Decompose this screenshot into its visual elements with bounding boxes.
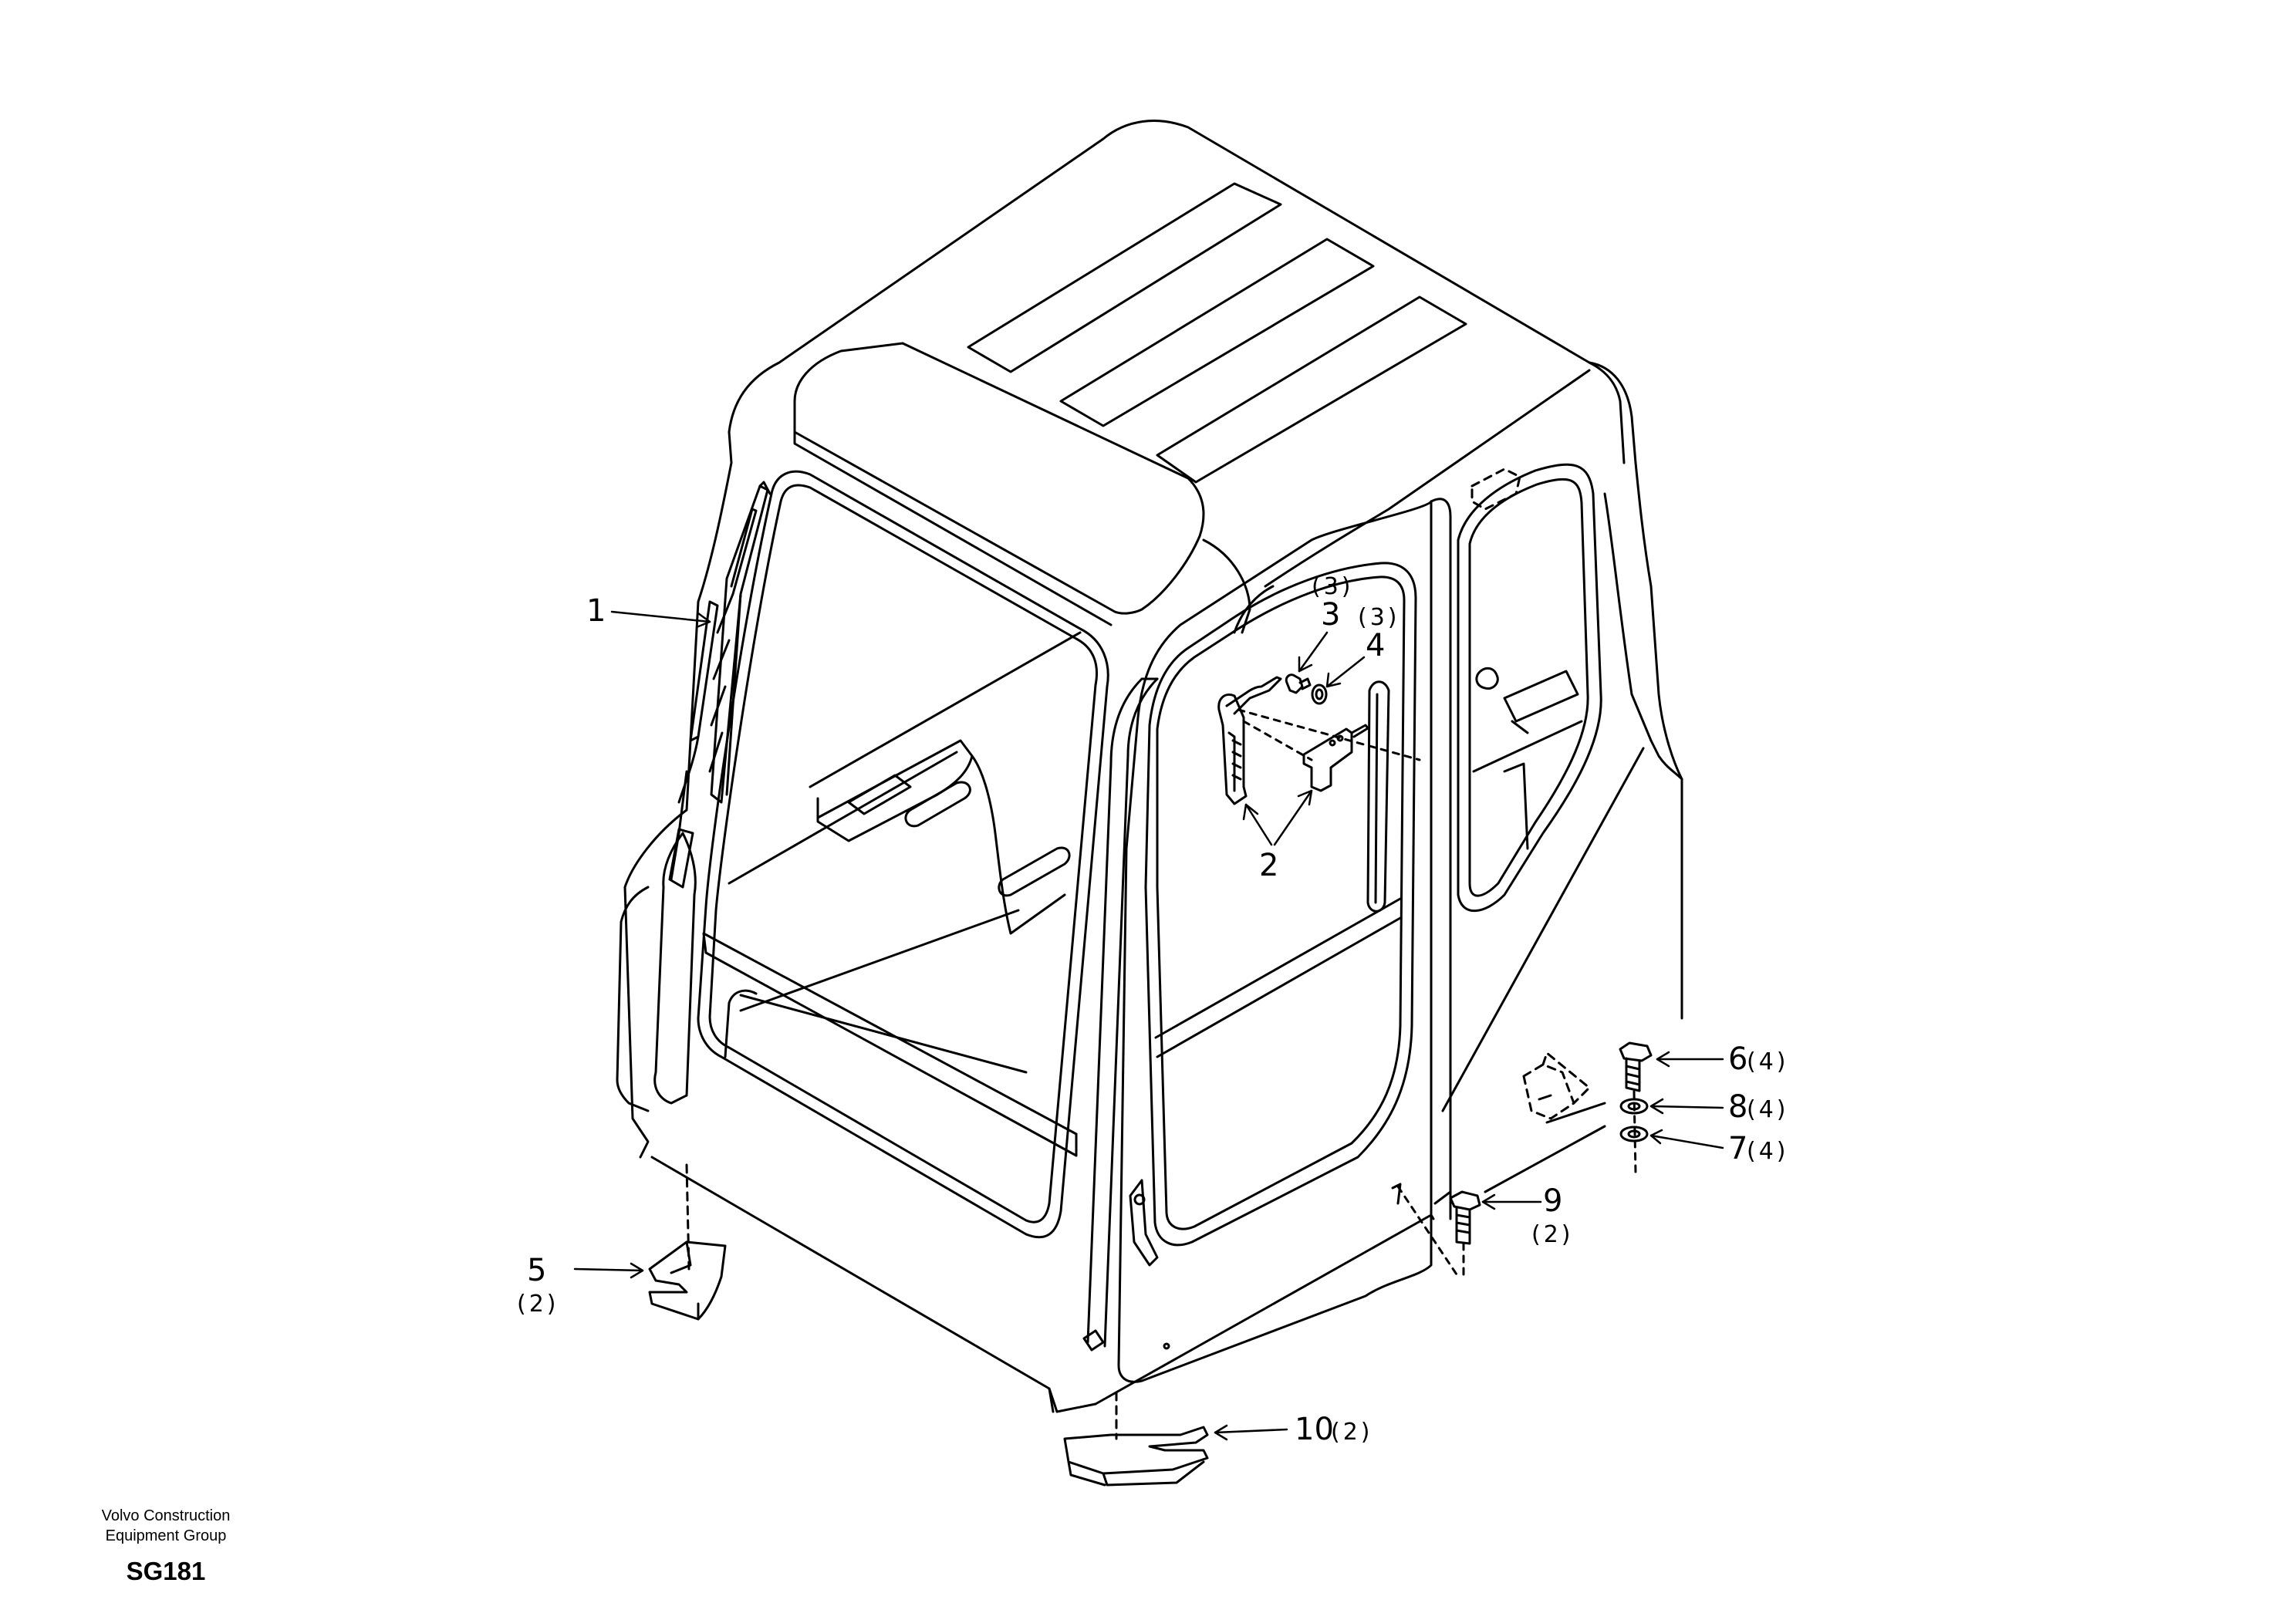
cab-base-front — [650, 1156, 1059, 1413]
leader-7 — [1649, 1134, 1724, 1149]
callout-4: 4 — [1366, 628, 1385, 663]
callout-6-qty: (4) — [1747, 1048, 1789, 1075]
rear-mount-plate — [1522, 1051, 1591, 1120]
callout-9: 9 — [1543, 1183, 1562, 1219]
callout-5: 5 — [527, 1253, 546, 1288]
callout-5-qty: (2) — [517, 1291, 559, 1318]
leader-8 — [1649, 1105, 1724, 1109]
part-10-shim — [1063, 1426, 1209, 1487]
part-3-screw — [1285, 673, 1312, 694]
callout-10-qty: (2) — [1331, 1419, 1373, 1446]
part-4-washer — [1311, 683, 1328, 705]
leader-lines — [573, 610, 1724, 1441]
company-name-line2: Equipment Group — [105, 1527, 227, 1544]
part-6-bolt — [1619, 1041, 1653, 1092]
cab-body — [616, 120, 1683, 1413]
part-2-door-latch — [1217, 676, 1282, 805]
rear-side-window — [1457, 463, 1602, 913]
callout-3-qty: (3) — [1312, 573, 1354, 600]
callout-1: 1 — [586, 593, 606, 629]
roof-stripe-3 — [1156, 295, 1467, 484]
part-9-bolt — [1449, 1190, 1481, 1245]
leader-1 — [610, 610, 711, 623]
callout-3: 3 — [1321, 597, 1340, 633]
leader-2-left — [1244, 803, 1273, 846]
roof-stripe-1 — [967, 182, 1282, 373]
leader-2-right — [1273, 789, 1313, 846]
callout-7: 7 — [1728, 1131, 1747, 1166]
b-pillar — [1430, 498, 1452, 1220]
part-1-window-shade — [708, 481, 772, 804]
callout-6: 6 — [1728, 1041, 1747, 1077]
roof-front-panel — [793, 342, 1205, 615]
callout-2: 2 — [1259, 848, 1278, 883]
callout-8-qty: (4) — [1747, 1096, 1789, 1123]
callout-9-qty: (2) — [1531, 1221, 1574, 1248]
title-block: Volvo Construction Equipment Group SG181 — [62, 1506, 270, 1586]
callout-8: 8 — [1728, 1089, 1747, 1125]
leader-4 — [1325, 656, 1366, 688]
front-window-inner — [708, 484, 1099, 1223]
door-frame-outer — [1117, 500, 1433, 1383]
rear-dashed-panel — [1470, 467, 1521, 511]
cab-roof — [728, 120, 1626, 464]
roof-stripe-2 — [1059, 238, 1375, 427]
front-left-pillar — [653, 832, 697, 1105]
leader-10 — [1214, 1428, 1288, 1434]
leader-5 — [573, 1267, 644, 1272]
front-window-outer — [697, 470, 1109, 1239]
drawing-code: SG181 — [126, 1557, 206, 1585]
part-5-shim — [648, 1240, 727, 1321]
callout-labels: 1 (3) 3 (3) 4 2 5 (2) 6 (4) 8 (4) 7 (4) … — [517, 573, 1789, 1447]
leader-3 — [1298, 631, 1329, 673]
company-name-line1: Volvo Construction — [101, 1507, 231, 1524]
wiper-arm — [668, 600, 719, 889]
callout-10: 10 — [1295, 1412, 1334, 1447]
callout-4-qty: (3) — [1358, 604, 1400, 631]
callout-7-qty: (4) — [1747, 1138, 1789, 1165]
door-window — [1144, 562, 1417, 1247]
part-2-striker — [1302, 724, 1369, 792]
